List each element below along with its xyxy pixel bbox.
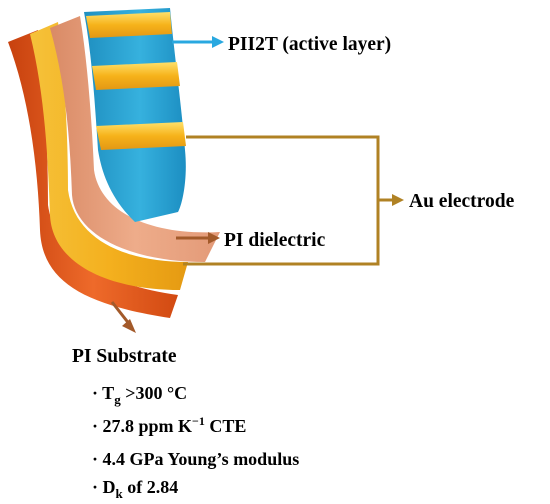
dielectric-arrow: [176, 232, 220, 244]
property-dk: · Dk of 2.84: [92, 477, 178, 501]
pi-dielectric-label: PI dielectric: [224, 230, 326, 251]
au-electrode-label: Au electrode: [409, 191, 515, 212]
pi-substrate-layer: [8, 30, 178, 318]
au-electrode-pad: [92, 62, 180, 90]
pi-dielectric-layer: [50, 16, 220, 262]
au-electrode-pad: [96, 122, 186, 150]
property-cte: · 27.8 ppm K−1 CTE: [92, 414, 246, 436]
au-electrode-arrowhead: [392, 194, 404, 206]
substrate-arrow: [110, 301, 136, 333]
au-electrode-pad: [86, 12, 172, 38]
pii2t-active-layer: [84, 8, 186, 222]
active-layer-label: PII2T (active layer): [228, 34, 391, 55]
active-layer-arrow: [172, 36, 224, 48]
gold-layer: [30, 22, 188, 290]
property-tg: · Tg >300 °C: [92, 383, 187, 407]
pi-substrate-label: PI Substrate: [72, 346, 177, 367]
property-modulus: · 4.4 GPa Young’s modulus: [92, 449, 299, 469]
